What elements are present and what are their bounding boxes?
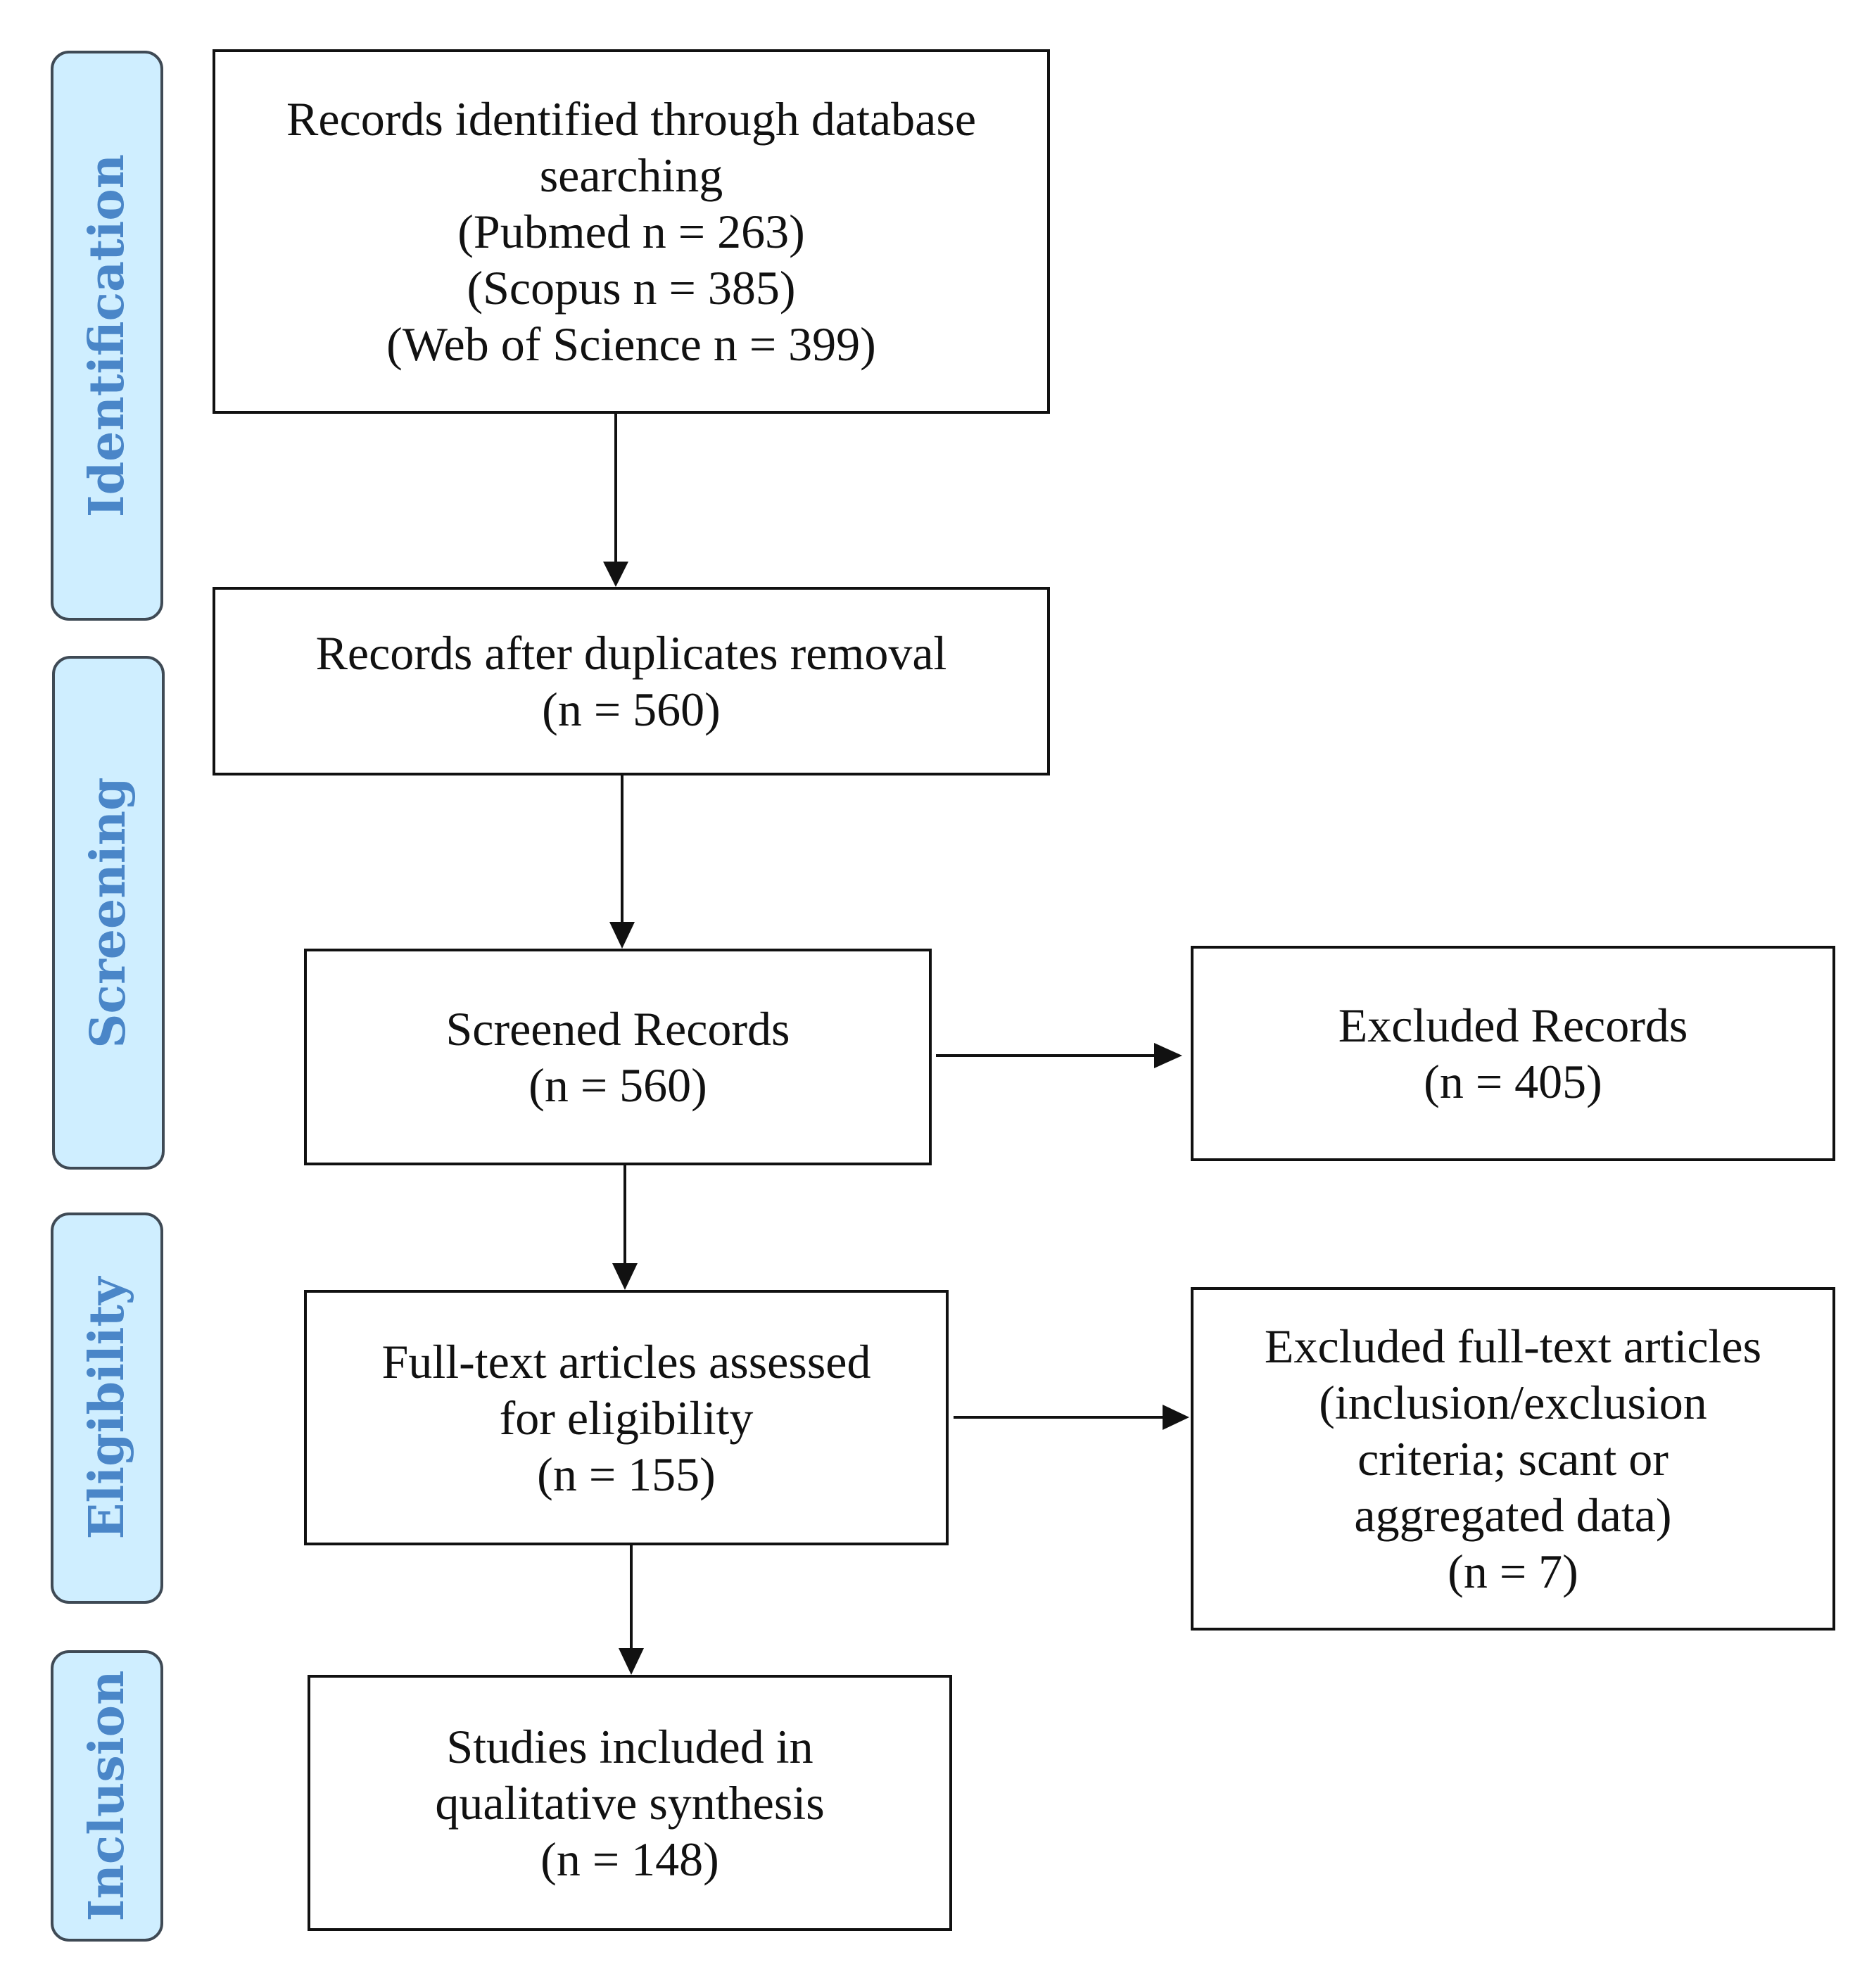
fulltext-assessed-box: Full-text articles assessed for eligibil… (304, 1290, 949, 1545)
box-text-line: (n = 405) (1424, 1055, 1602, 1108)
box-text-line: (n = 155) (537, 1447, 716, 1501)
box-text-line: Records identified through database (286, 92, 977, 146)
box-text-line: (n = 7) (1448, 1545, 1578, 1598)
excluded-records-box: Excluded Records (n = 405) (1191, 946, 1835, 1161)
records-after-duplicates-box: Records after duplicates removal (n = 56… (213, 587, 1050, 775)
records-identified-box: Records identified through database sear… (213, 49, 1050, 414)
box-text-line: criteria; scant or (1357, 1432, 1669, 1486)
box-text-line: Studies included in (446, 1720, 813, 1773)
box-text-line: (n = 560) (542, 683, 721, 736)
box-text-line: Full-text articles assessed (381, 1334, 871, 1388)
screened-records-box: Screened Records (n = 560) (304, 949, 932, 1165)
box-text-line: aggregated data) (1354, 1488, 1672, 1542)
stage-identification: Identification (51, 51, 163, 621)
stage-inclusion: Inclusion (51, 1650, 163, 1942)
box-text-line: (n = 148) (540, 1832, 719, 1886)
arrowhead-down (609, 922, 635, 949)
box-text-line: searching (539, 148, 723, 202)
arrowhead-right (1163, 1405, 1189, 1430)
box-text-line: for eligibility (499, 1391, 754, 1445)
box-text-line: qualitative synthesis (435, 1776, 825, 1830)
stage-eligibility: Eligibility (51, 1213, 163, 1604)
box-text-line: Excluded full-text articles (1264, 1319, 1762, 1373)
arrowhead-down (603, 562, 628, 587)
excluded-fulltext-box: Excluded full-text articles (inclusion/e… (1191, 1287, 1835, 1631)
box-text-line: Screened Records (445, 1002, 790, 1056)
stage-screening: Screening (52, 656, 165, 1170)
arrowhead-down (619, 1648, 644, 1675)
arrowhead-down (612, 1263, 638, 1290)
studies-included-box: Studies included in qualitative synthesi… (308, 1675, 952, 1931)
box-text-line: (Web of Science n = 399) (386, 317, 876, 371)
box-text-line: (Scopus n = 385) (467, 261, 796, 315)
box-text-line: (Pubmed n = 263) (457, 205, 805, 258)
arrowhead-right (1154, 1043, 1182, 1068)
box-text-line: Records after duplicates removal (315, 626, 947, 680)
box-text-line: (inclusion/exclusion (1319, 1376, 1707, 1429)
box-text-line: Excluded Records (1338, 999, 1688, 1052)
box-text-line: (n = 560) (528, 1058, 707, 1112)
